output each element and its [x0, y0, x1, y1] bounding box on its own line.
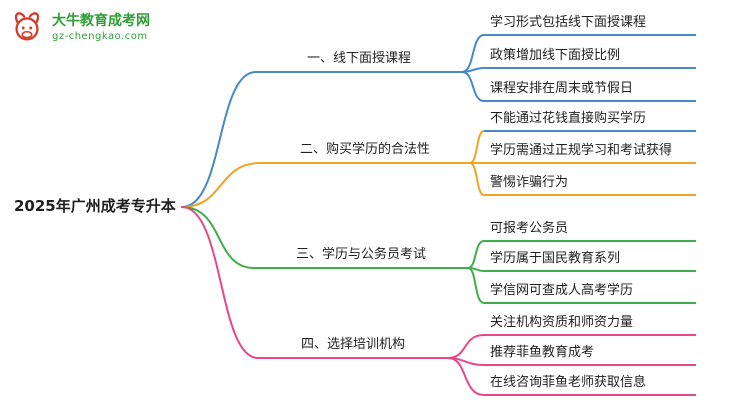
connector-branch1-leaf3 — [461, 71, 485, 102]
connector-root-branch3 — [181, 206, 255, 269]
branch-node-3: 三、学历与公务员考试 — [254, 246, 468, 269]
connector-branch3-leaf3 — [467, 267, 485, 304]
branch-node-2: 二、购买学历的合法性 — [260, 141, 470, 164]
leaf-node-4-3: 在线咨询菲鱼老师获取信息 — [484, 375, 696, 396]
leaf-node-4-2: 推荐菲鱼教育成考 — [484, 345, 696, 366]
leaf-node-4-1: 关注机构资质和师资力量 — [484, 315, 696, 336]
leaf-node-2-1: 不能通过花钱直接购买学历 — [484, 111, 696, 132]
connector-branch4-leaf2 — [447, 357, 485, 366]
leaf-node-3-2: 学历属于国民教育系列 — [484, 251, 696, 272]
connector-branch1-leaf1 — [461, 34, 485, 73]
connector-root-branch1 — [181, 71, 257, 208]
leaf-node-1-2: 政策增加线下面授比例 — [484, 48, 696, 69]
connector-root-branch2 — [181, 162, 261, 208]
connector-branch3-leaf2 — [467, 267, 485, 272]
logo-title: 大牛教育成考网 — [52, 12, 150, 29]
leaf-node-1-1: 学习形式包括线下面授课程 — [484, 15, 696, 36]
branch-node-1: 一、线下面授课程 — [256, 50, 462, 73]
leaf-node-3-1: 可报考公务员 — [484, 221, 696, 242]
leaf-node-3-3: 学信网可查成人高考学历 — [484, 283, 696, 304]
leaf-node-2-3: 警惕诈骗行为 — [484, 175, 696, 196]
connector-branch3-leaf1 — [467, 240, 485, 269]
connector-root-branch4 — [181, 206, 259, 359]
connector-branch1-leaf2 — [461, 67, 485, 73]
connector-branch2-leaf3 — [469, 162, 485, 196]
bull-logo-icon — [14, 12, 40, 41]
root-node: 2025年广州成考专升本 — [14, 197, 176, 215]
connector-branch4-leaf1 — [447, 334, 485, 359]
leaf-node-2-2: 学历需通过正规学习和考试获得 — [484, 143, 696, 164]
logo-url: gz-chengkao.com — [52, 30, 148, 42]
branch-node-4: 四、选择培训机构 — [258, 336, 448, 359]
connector-branch2-leaf1 — [469, 130, 485, 164]
connector-branch4-leaf3 — [447, 357, 485, 396]
leaf-node-1-3: 课程安排在周末或节假日 — [484, 81, 696, 102]
site-logo: 大牛教育成考网 gz-chengkao.com — [8, 8, 150, 46]
logo-text-block: 大牛教育成考网 gz-chengkao.com — [52, 12, 150, 43]
